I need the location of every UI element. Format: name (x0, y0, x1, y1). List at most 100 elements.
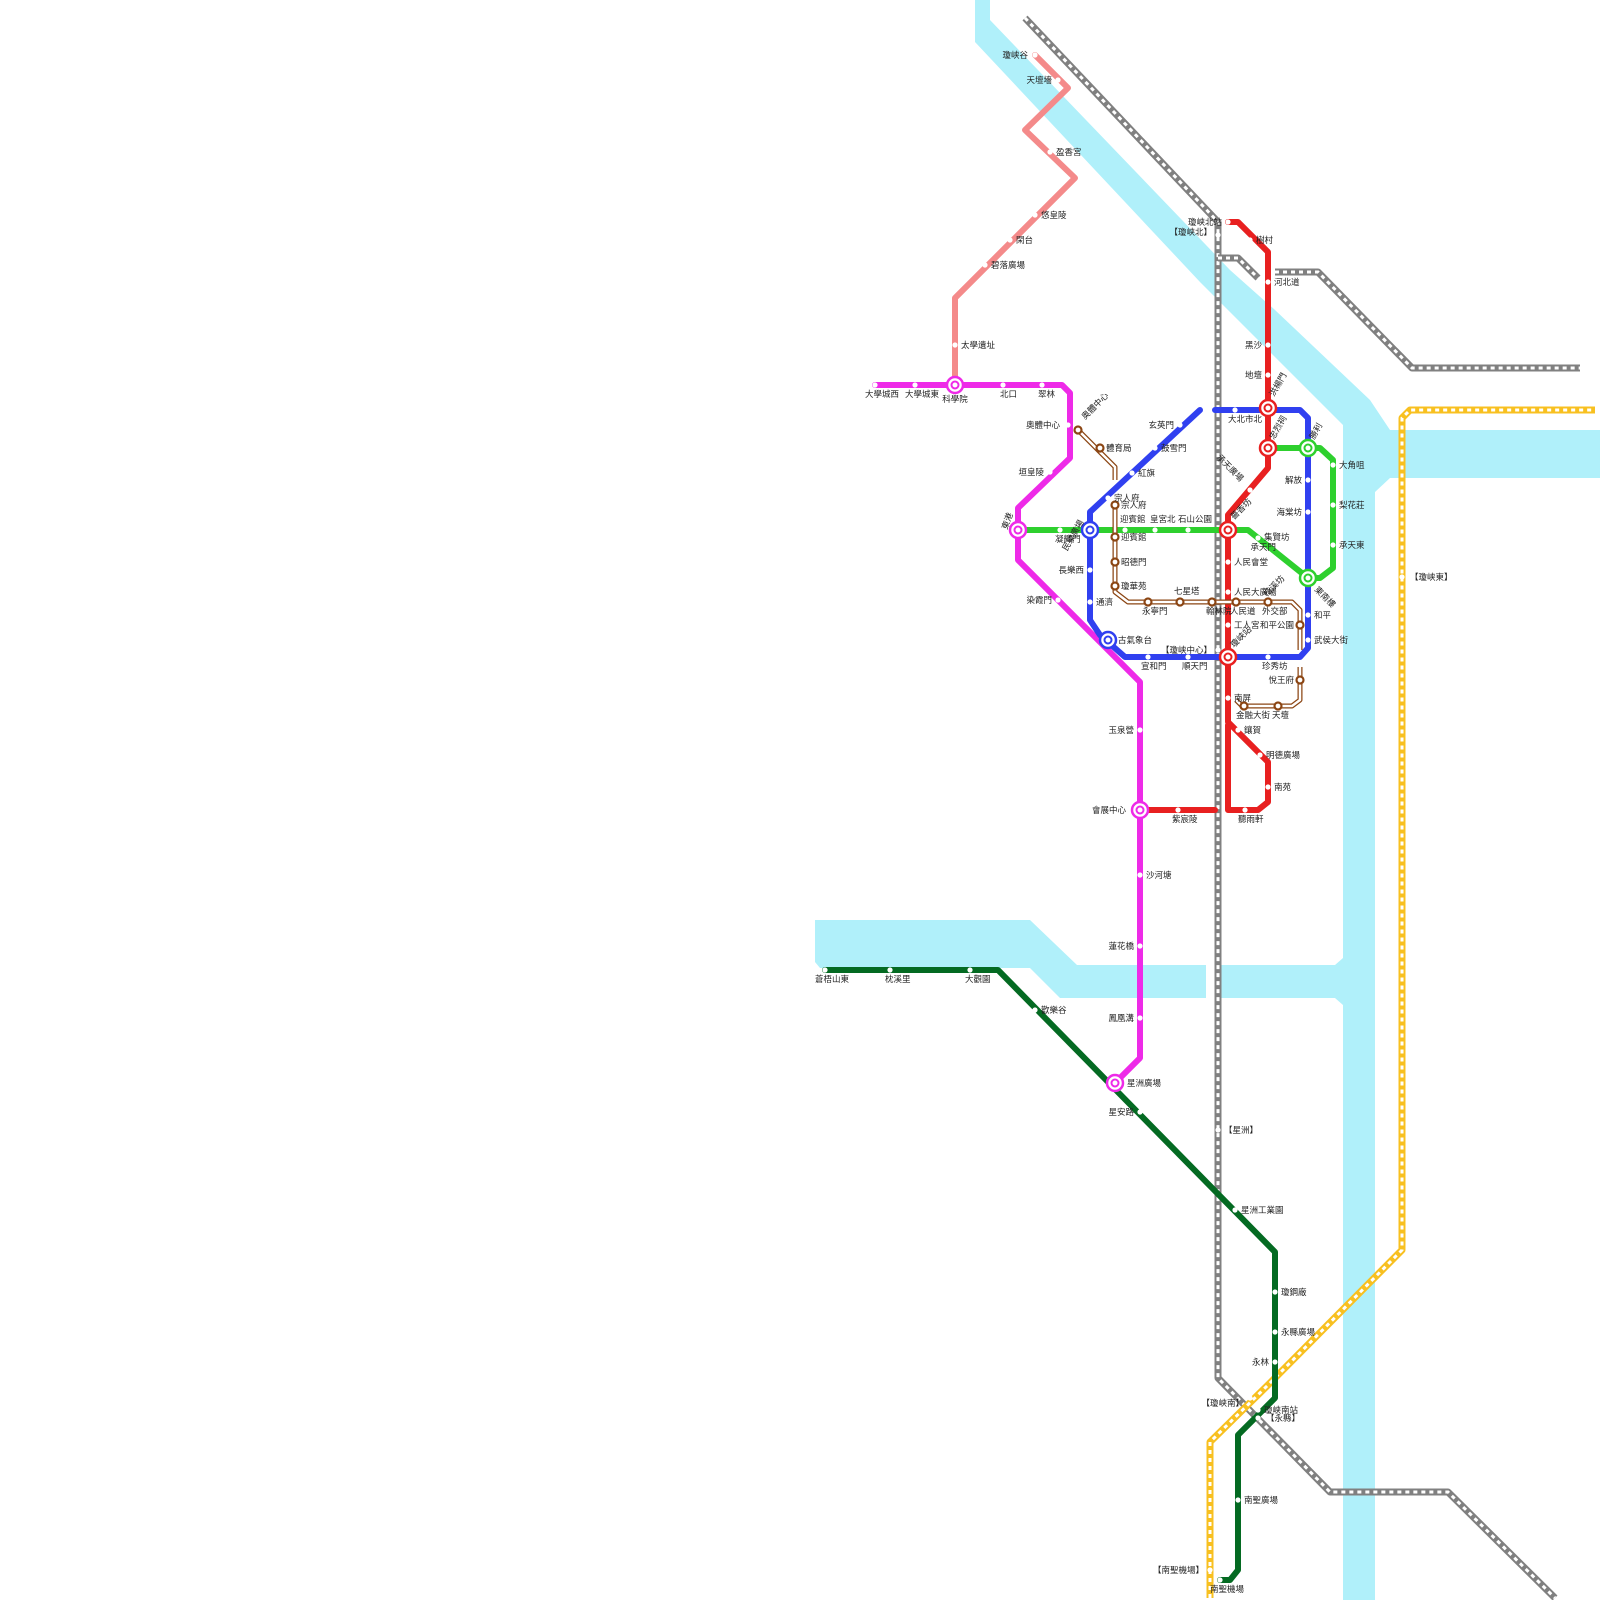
station-dot[interactable] (1263, 597, 1273, 607)
station-dot[interactable] (1207, 597, 1217, 607)
station-dot[interactable] (1272, 1359, 1278, 1365)
station-label: 皇宮北 (1150, 514, 1176, 525)
station-dot[interactable] (1152, 445, 1158, 451)
station-dot[interactable] (1279, 544, 1285, 550)
station-dot[interactable] (1217, 1577, 1223, 1583)
station-dot[interactable] (1295, 620, 1305, 630)
station-label: 人民大廣場 (1234, 587, 1277, 598)
station-dot[interactable] (822, 967, 828, 973)
station-dot[interactable] (1110, 581, 1120, 591)
station-dot[interactable] (1129, 470, 1135, 476)
station-dot[interactable] (1175, 597, 1185, 607)
station-dot[interactable] (1122, 527, 1128, 533)
station-dot[interactable] (1282, 565, 1288, 571)
station-dot[interactable] (1137, 727, 1143, 733)
station-dot[interactable] (1330, 542, 1336, 548)
station-dot[interactable] (1007, 237, 1013, 243)
station-dot[interactable] (1057, 527, 1063, 533)
station-dot[interactable] (982, 262, 988, 268)
station-dot[interactable] (1087, 567, 1093, 573)
station-dot[interactable] (1207, 1567, 1213, 1573)
station-dot[interactable] (1225, 695, 1231, 701)
station-dot[interactable] (1273, 701, 1283, 711)
station-dot[interactable] (912, 382, 918, 388)
station-dot[interactable] (1143, 597, 1153, 607)
station-dot[interactable] (1137, 1015, 1143, 1021)
station-dot[interactable] (1305, 509, 1311, 515)
station-dot[interactable] (1137, 1109, 1143, 1115)
station-dot[interactable] (1232, 407, 1238, 413)
station-dot[interactable] (1247, 1395, 1253, 1401)
station-dot[interactable] (1145, 654, 1151, 660)
station-dot[interactable] (1185, 654, 1191, 660)
station-dot[interactable] (1055, 597, 1061, 603)
station-dot[interactable] (1055, 77, 1061, 83)
station-dot[interactable] (1225, 219, 1231, 225)
station-dot[interactable] (1039, 382, 1045, 388)
station-dot[interactable] (1255, 1415, 1261, 1421)
station-dot[interactable] (1215, 232, 1221, 238)
station-dot[interactable] (1232, 1207, 1238, 1213)
station-dot[interactable] (1265, 654, 1271, 660)
station-dot[interactable] (1305, 637, 1311, 643)
station-dot[interactable] (1305, 612, 1311, 618)
station-dot[interactable] (1047, 469, 1053, 475)
station-dot[interactable] (1330, 462, 1336, 468)
station-dot[interactable] (1110, 557, 1120, 567)
station-dot[interactable] (1265, 372, 1271, 378)
station-dot[interactable] (1032, 52, 1038, 58)
station-dot[interactable] (1265, 279, 1271, 285)
station-dot[interactable] (1272, 1289, 1278, 1295)
line-magenta (872, 382, 1143, 1086)
station-label: 【瓊峡北】 (1169, 227, 1212, 238)
station-dot[interactable] (1225, 589, 1231, 595)
station-markers (822, 52, 1405, 1583)
station-label: 石山公園 (1178, 514, 1212, 525)
station-dot[interactable] (1239, 701, 1249, 711)
station-dot[interactable] (1110, 500, 1120, 510)
station-dot[interactable] (1225, 559, 1231, 565)
station-dot[interactable] (1105, 495, 1111, 501)
station-dot[interactable] (1215, 1127, 1221, 1133)
station-dot[interactable] (1235, 727, 1241, 733)
station-dot[interactable] (1215, 647, 1221, 653)
station-dot[interactable] (1073, 425, 1083, 435)
station-dot[interactable] (872, 382, 878, 388)
station-dot[interactable] (1272, 1329, 1278, 1335)
station-dot[interactable] (1175, 807, 1181, 813)
station-dot[interactable] (1242, 807, 1248, 813)
station-dot[interactable] (1399, 574, 1405, 580)
station-dot[interactable] (1087, 599, 1093, 605)
station-dot[interactable] (1231, 597, 1241, 607)
station-dot[interactable] (1095, 443, 1105, 453)
station-dot[interactable] (1255, 535, 1261, 541)
station-dot[interactable] (1330, 502, 1336, 508)
station-dot[interactable] (1110, 532, 1120, 542)
station-label: 【南聖機場】 (1153, 1565, 1204, 1576)
station-dot[interactable] (1255, 1407, 1261, 1413)
station-dot[interactable] (1235, 1497, 1241, 1503)
station-label: 東南樓 (1312, 584, 1338, 610)
station-dot[interactable] (1032, 212, 1038, 218)
station-dot[interactable] (1257, 752, 1263, 758)
station-dot[interactable] (1247, 237, 1253, 243)
station-dot[interactable] (1295, 675, 1305, 685)
station-dot[interactable] (1225, 622, 1231, 628)
station-dot[interactable] (1032, 1007, 1038, 1013)
station-dot[interactable] (1137, 943, 1143, 949)
station-dot[interactable] (967, 967, 973, 973)
station-dot[interactable] (1247, 487, 1253, 493)
station-dot[interactable] (1137, 872, 1143, 878)
station-dot[interactable] (1000, 382, 1006, 388)
station-dot[interactable] (1065, 422, 1071, 428)
station-dot[interactable] (952, 342, 958, 348)
station-label: 珍秀坊 (1262, 661, 1288, 672)
station-dot[interactable] (887, 967, 893, 973)
station-dot[interactable] (1265, 342, 1271, 348)
station-dot[interactable] (1152, 527, 1158, 533)
station-dot[interactable] (1265, 784, 1271, 790)
station-dot[interactable] (1177, 422, 1183, 428)
station-dot[interactable] (1185, 527, 1191, 533)
station-dot[interactable] (1305, 477, 1311, 483)
station-dot[interactable] (1047, 149, 1053, 155)
